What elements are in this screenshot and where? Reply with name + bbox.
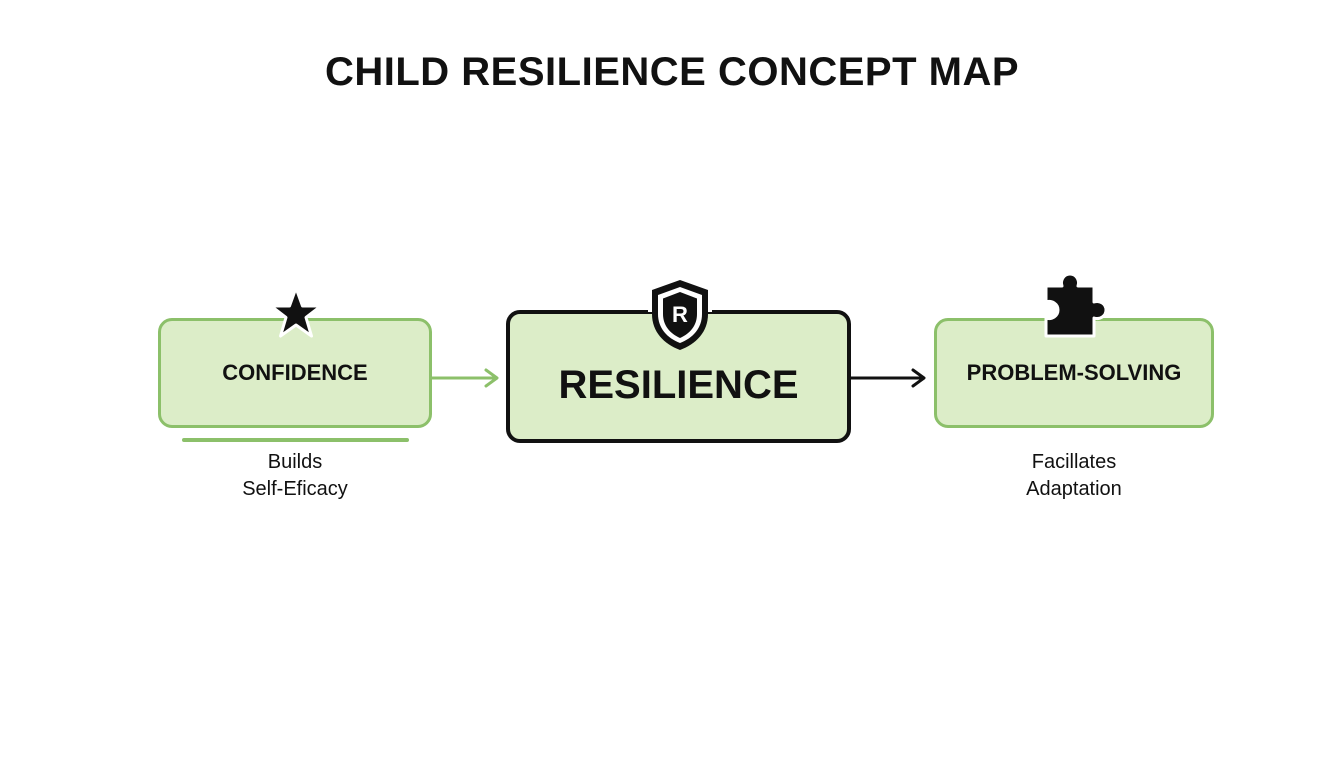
edge-confidence-to-resilience (430, 368, 499, 388)
shield-letter: R (672, 302, 688, 327)
node-resilience-label: RESILIENCE (558, 363, 799, 407)
problem-solving-caption-line2: Adaptation (1026, 478, 1122, 500)
edge-resilience-to-problem-solving (849, 368, 926, 388)
problem-solving-caption-line1: Facillates (1031, 451, 1117, 473)
problem-solving-caption: Facillates Adaptation (974, 449, 1174, 503)
shield-icon: R (648, 280, 712, 350)
confidence-underline (182, 438, 409, 442)
confidence-caption-line1: Builds (267, 451, 323, 473)
confidence-caption-line2: Self-Eficacy (242, 478, 348, 500)
page-title: CHILD RESILIENCE CONCEPT MAP (324, 50, 1020, 94)
star-icon (269, 286, 323, 338)
node-problem-solving-label: PROBLEM-SOLVING (966, 360, 1182, 385)
puzzle-piece-icon (1044, 272, 1108, 338)
node-confidence-label: CONFIDENCE (222, 360, 368, 385)
confidence-caption: Builds Self-Eficacy (195, 449, 395, 503)
